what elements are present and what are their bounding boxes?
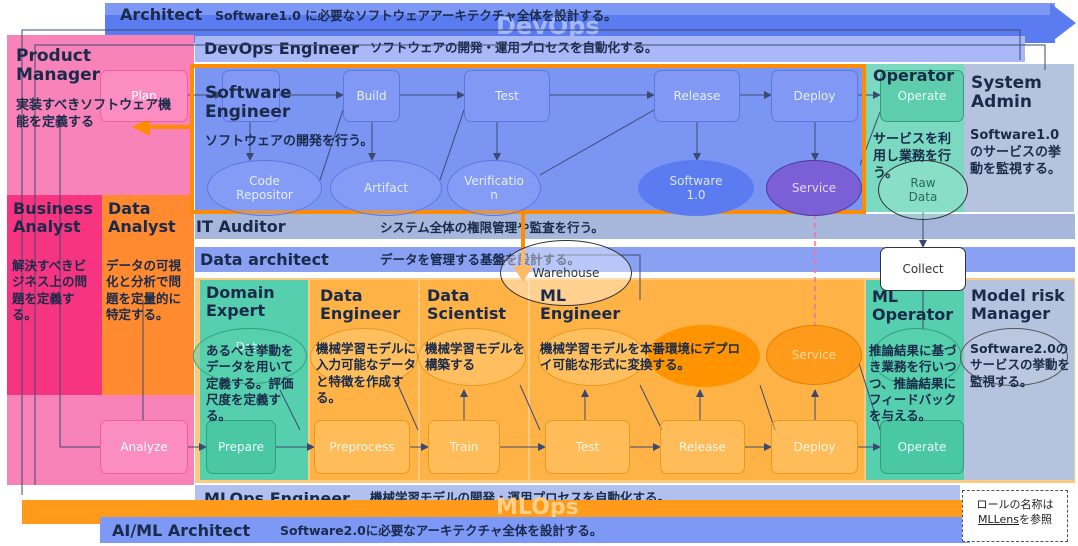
- model-risk-manager-desc: Software2.0のサービスの挙動を監視する。: [970, 341, 1071, 389]
- deploy-node-devops[interactable]: Deploy: [771, 70, 858, 122]
- data-engineer-desc: 機械学習モデルに入力可能なデータと特徴を作成する。: [316, 341, 417, 405]
- ml-engineer-title: ML Engineer: [540, 286, 621, 323]
- data-scientist-ellipse: [418, 328, 526, 386]
- data-architect-title: Data architect: [200, 250, 329, 269]
- aiml-architect-desc: Software2.0に必要なアーキテクチャ全体を設計する。: [280, 523, 603, 538]
- note-line3: を参照: [1019, 513, 1053, 527]
- note-line2: MLLensを参照: [963, 512, 1067, 527]
- ml-operator-ellipse: [872, 328, 962, 386]
- model-ellipse: [648, 325, 760, 387]
- service-ellipse-devops[interactable]: Service: [766, 160, 862, 216]
- aiml-architect-band: [100, 517, 970, 543]
- deploy-node-mlops[interactable]: Deploy: [771, 420, 858, 474]
- data-analyst-column: [102, 195, 194, 395]
- architect-title: Architect: [120, 5, 203, 24]
- software-engineer-title: Software Engineer: [205, 83, 292, 122]
- software-engineer-desc: ソフトウェアの開発を行う。: [205, 134, 374, 149]
- domain-expert-title: Domain Expert: [206, 283, 275, 320]
- analyze-node[interactable]: Analyze: [100, 420, 188, 474]
- system-admin-desc: Software1.0のサービスの挙動を監視する。: [970, 128, 1062, 177]
- raw-data-ellipse[interactable]: Raw Data: [878, 160, 968, 220]
- release-node-mlops[interactable]: Release: [660, 420, 745, 474]
- release-node-devops[interactable]: Release: [654, 70, 740, 122]
- operate-node-devops[interactable]: Operate: [880, 70, 964, 122]
- service-ellipse-mlops[interactable]: Service: [766, 325, 862, 385]
- data-analyst-desc: データの可視化と分析で問題を定量的に特定する。: [106, 258, 182, 322]
- note-line1: ロールの名称は: [976, 498, 1054, 511]
- test-node-devops[interactable]: Test: [464, 70, 550, 122]
- business-analyst-title: Business Analyst: [13, 199, 93, 236]
- plan-node[interactable]: Plan: [100, 70, 188, 122]
- model-risk-manager-title: Model risk Manager: [971, 286, 1065, 323]
- software10-ellipse[interactable]: Software 1.0: [638, 160, 754, 216]
- it-auditor-title: IT Auditor: [196, 217, 286, 236]
- collect-node[interactable]: Collect: [880, 247, 966, 291]
- operator-title: Operator: [873, 66, 955, 85]
- ml-operator-title: ML Operator: [872, 287, 954, 324]
- business-analyst-column: [7, 195, 102, 395]
- it-auditor-desc: システム全体の権限管理や監査を行う。: [380, 220, 604, 235]
- business-analyst-desc: 解決すべきビジネス上の問題を定義する。: [12, 258, 88, 322]
- model-risk-ellipse: [960, 328, 1068, 386]
- data-analyst-title: Data Analyst: [108, 199, 176, 236]
- product-manager-title: Product Manager: [16, 46, 101, 85]
- devops-watermark: DevOps: [496, 12, 600, 40]
- data-engineer-title: Data Engineer: [320, 286, 401, 323]
- system-admin-column: [964, 64, 1074, 212]
- prepare-node[interactable]: Prepare: [206, 420, 276, 474]
- mlops-watermark: MLOps: [496, 495, 579, 520]
- preprocess-node[interactable]: Preprocess: [314, 420, 410, 474]
- software-engineer-node: [222, 70, 280, 122]
- aiml-architect-title: AI/ML Architect: [112, 521, 251, 540]
- product-manager-desc: 実装すべきソフトウェア機能を定義する: [16, 98, 172, 130]
- system-admin-title: System Admin: [971, 73, 1042, 112]
- code-repositor-ellipse[interactable]: Code Repositor: [207, 160, 322, 216]
- devops-engineer-title: DevOps Engineer: [204, 39, 359, 58]
- train-node[interactable]: Train: [428, 420, 500, 474]
- operator-desc: サービスを利用し業務を行う。: [873, 132, 952, 181]
- data-engineer-ellipse: [310, 328, 418, 386]
- data-scientist-title: Data Scientist: [427, 286, 507, 323]
- warehouse-ellipse[interactable]: Warehouse: [500, 240, 632, 306]
- ml-operator-desc: 推論結果に基づき業務を行いつつ、推論結果にフィードバックを与える。: [869, 343, 957, 423]
- mllens-link[interactable]: MLLens: [977, 513, 1020, 527]
- test-node-mlops[interactable]: Test: [545, 420, 630, 474]
- devops-engineer-desc: ソフトウェアの開発・運用プロセスを自動化する。: [370, 40, 658, 55]
- build-node[interactable]: Build: [343, 70, 400, 122]
- architect-desc: Software1.0 に必要なソフトウェアアーキテクチャ全体を設計する。: [215, 8, 617, 23]
- domain-expert-desc: あるべき挙動をデータを用いて定義する。評価尺度を定義する。: [206, 343, 294, 423]
- data-ellipse[interactable]: Data: [193, 328, 307, 384]
- artifact-ellipse[interactable]: Artifact: [330, 160, 442, 216]
- ml-engineer-ellipse: [538, 328, 646, 386]
- ml-engineer-desc: 機械学習モデルを本番環境にデプロイ可能な形式に変換する。: [540, 341, 741, 373]
- verification-ellipse[interactable]: Verificatio n: [447, 160, 541, 216]
- operate-node-mlops[interactable]: Operate: [880, 420, 964, 474]
- role-name-note: ロールの名称は MLLensを参照: [962, 490, 1068, 542]
- devops-engineer-band: [195, 36, 1025, 62]
- data-scientist-desc: 機械学習モデルを構築する: [425, 341, 526, 373]
